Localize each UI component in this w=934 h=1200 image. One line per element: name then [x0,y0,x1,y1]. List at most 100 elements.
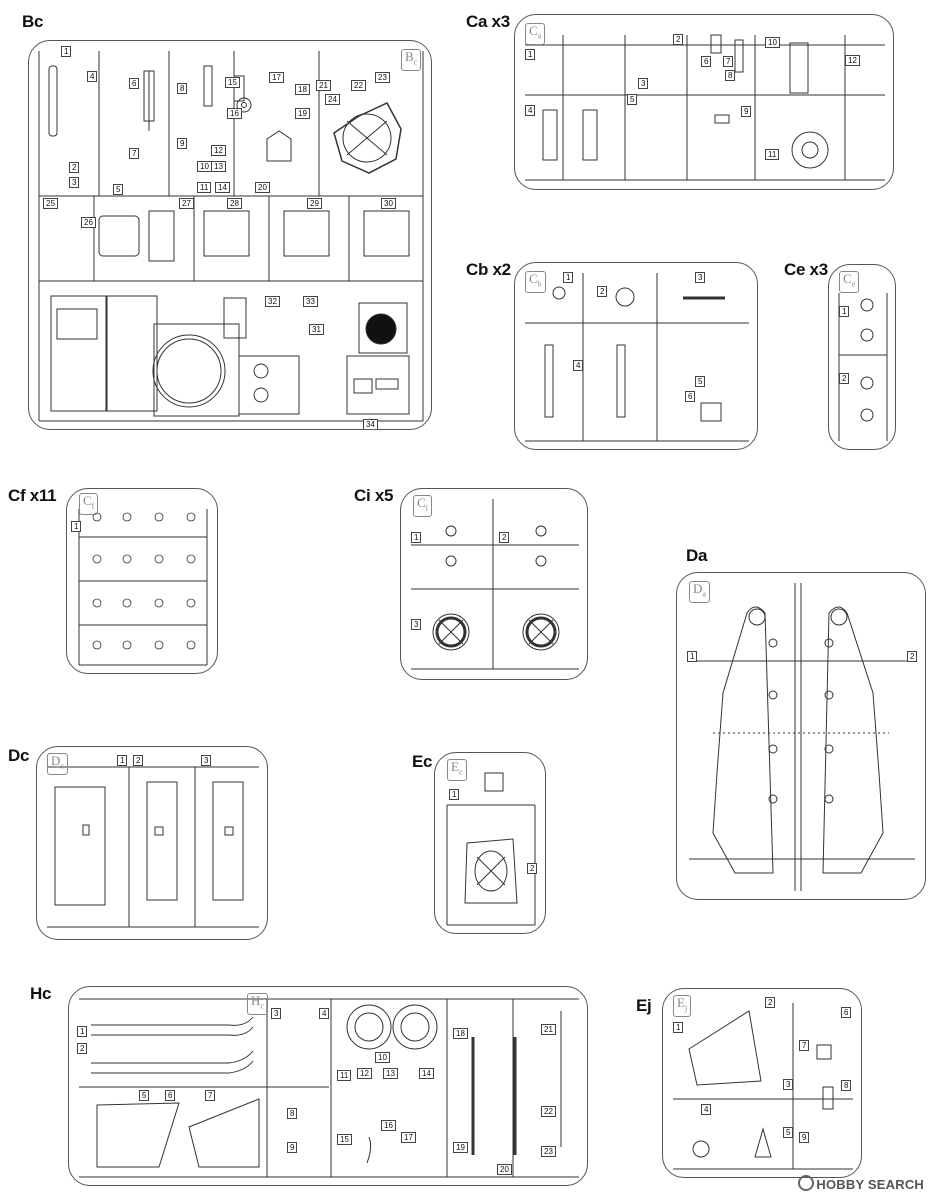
sprue-title-ec: Ec [412,752,433,771]
sprue-frame-ej: Ej 1 2 3 4 5 6 7 8 9 [662,988,862,1178]
part-number-1: 1 [411,532,422,543]
part-number-5: 5 [627,94,638,105]
part-number-3: 3 [695,272,706,283]
part-number-8: 8 [287,1108,298,1119]
sprue-parts-dc [47,766,259,928]
part-number-4: 4 [87,71,98,82]
part-number-7: 7 [799,1040,810,1051]
sprue-letter-cb: Cb [525,271,546,293]
part-number-1: 1 [117,755,128,766]
part-number-24: 24 [325,94,340,105]
part-number-1: 1 [687,651,698,662]
part-number-20: 20 [497,1164,512,1175]
part-number-12: 12 [845,55,860,66]
sprue-parts-da [689,583,915,891]
part-number-6: 6 [841,1007,852,1018]
part-number-26: 26 [81,217,96,228]
part-number-10: 10 [197,161,212,172]
part-number-16: 16 [381,1120,396,1131]
part-number-9: 9 [177,138,188,149]
part-number-2: 2 [597,286,608,297]
part-number-2: 2 [133,755,144,766]
part-number-14: 14 [215,182,230,193]
sprue-letter-hc: Hc [247,993,268,1015]
part-number-20: 20 [255,182,270,193]
part-number-30: 30 [381,198,396,209]
part-number-22: 22 [541,1106,556,1117]
sprue-title-hc: Hc [30,984,52,1003]
sprue-frame-cb: Cb 1 2 3 4 5 6 [514,262,758,450]
part-number-15: 15 [225,77,240,88]
part-number-33: 33 [303,296,318,307]
sprue-frame-da: Da 1 2 [676,572,926,900]
sprue-frame-ca: Ca 1 2 3 4 5 6 7 8 9 10 11 12 [514,14,894,190]
part-number-6: 6 [685,391,696,402]
part-number-5: 5 [695,376,706,387]
sprue-letter-ci: Ci [413,495,432,517]
part-number-3: 3 [69,177,80,188]
part-number-7: 7 [723,56,734,67]
part-number-17: 17 [269,72,284,83]
part-number-19: 19 [295,108,310,119]
part-number-17: 17 [401,1132,416,1143]
part-number-5: 5 [783,1127,794,1138]
part-number-13: 13 [211,161,226,172]
part-number-3: 3 [271,1008,282,1019]
part-number-10: 10 [765,37,780,48]
sprue-frame-ci: Ci 1 2 3 [400,488,588,680]
sprue-title-ci: Ci x5 [354,486,394,505]
part-number-2: 2 [907,651,918,662]
sprue-parts-hc [79,998,579,1178]
part-number-21: 21 [541,1024,556,1035]
part-number-5: 5 [113,184,124,195]
sprue-frame-dc: Dc 1 2 3 [36,746,268,940]
part-number-9: 9 [741,106,752,117]
part-number-2: 2 [673,34,684,45]
sprue-title-da: Da [686,546,708,565]
part-number-5: 5 [139,1090,150,1101]
part-number-6: 6 [165,1090,176,1101]
part-number-1: 1 [673,1022,684,1033]
part-number-2: 2 [499,532,510,543]
part-number-14: 14 [419,1068,434,1079]
part-number-25: 25 [43,198,58,209]
sprue-letter-ca: Ca [525,23,546,45]
part-number-8: 8 [177,83,188,94]
sprue-parts-bc [38,51,424,422]
part-number-23: 23 [541,1146,556,1157]
sprue-parts-ej [673,1003,853,1170]
part-number-7: 7 [129,148,140,159]
part-number-28: 28 [227,198,242,209]
part-number-6: 6 [129,78,140,89]
part-number-2: 2 [69,162,80,173]
sprue-title-bc: Bc [22,12,44,31]
sprue-parts-cb [525,273,749,442]
part-number-3: 3 [411,619,422,630]
sprue-parts-cf [78,509,208,666]
sprue-letter-ce: Ce [839,271,860,293]
part-number-3: 3 [783,1079,794,1090]
sprue-letter-ec: Ec [447,759,467,781]
part-number-1: 1 [71,521,82,532]
hobby-search-logo-icon [798,1175,815,1191]
part-number-4: 4 [701,1104,712,1115]
sprue-parts-ec [446,772,536,926]
part-number-7: 7 [205,1090,216,1101]
sprue-title-dc: Dc [8,746,30,765]
part-number-8: 8 [841,1080,852,1091]
part-number-3: 3 [638,78,649,89]
part-number-22: 22 [351,80,366,91]
part-number-12: 12 [211,145,226,156]
sprue-frame-bc: Bc 1 2 3 4 5 6 7 8 9 10 11 12 13 14 15 1… [28,40,432,430]
part-number-1: 1 [839,306,850,317]
part-number-1: 1 [61,46,72,57]
part-number-1: 1 [449,789,460,800]
sprue-frame-cf: Cf 1 [66,488,218,674]
sprue-title-ej: Ej [636,996,652,1015]
sprue-parts-ci [411,499,579,670]
part-number-11: 11 [765,149,780,160]
sprue-parts-ca [525,34,885,181]
sprue-frame-ce: Ce 1 2 [828,264,896,450]
part-number-21: 21 [316,80,331,91]
part-number-2: 2 [77,1043,88,1054]
